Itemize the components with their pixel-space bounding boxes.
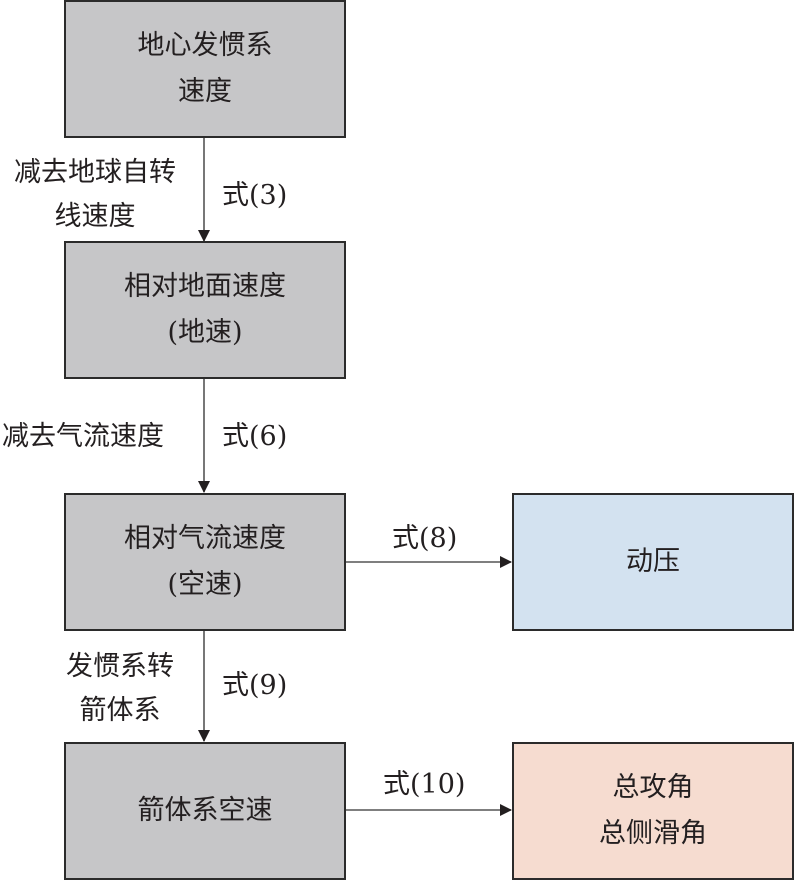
edge-formula: 式(6) bbox=[222, 421, 288, 452]
node-label: 总攻角 bbox=[612, 772, 694, 803]
edge-formula: 式(3) bbox=[222, 180, 288, 211]
node-label: (空速) bbox=[167, 569, 243, 600]
node-label: 动压 bbox=[626, 546, 680, 577]
edge-formula: 式(8) bbox=[392, 523, 458, 554]
node-dynamic-pressure: 动压 bbox=[512, 493, 794, 631]
node-label: 速度 bbox=[178, 76, 232, 107]
edge-formula: 式(10) bbox=[383, 769, 466, 800]
edge-description-line: 箭体系 bbox=[79, 695, 161, 726]
node-label: 相对地面速度 bbox=[124, 271, 286, 302]
node-angles: 总攻角 总侧滑角 bbox=[512, 742, 794, 880]
edge-description-line: 减去地球自转 bbox=[14, 157, 176, 188]
edge-description: 减去地球自转 线速度 bbox=[0, 151, 190, 239]
node-label: (地速) bbox=[167, 317, 243, 348]
node-label: 相对气流速度 bbox=[124, 523, 286, 554]
node-body-air-velocity: 箭体系空速 bbox=[64, 742, 346, 880]
node-label: 总侧滑角 bbox=[599, 818, 707, 849]
edge-description-line: 线速度 bbox=[54, 201, 136, 232]
node-label: 箭体系空速 bbox=[137, 795, 273, 826]
node-label: 地心发惯系 bbox=[137, 30, 273, 61]
node-inertial-velocity: 地心发惯系 速度 bbox=[64, 0, 346, 138]
edge-formula: 式(9) bbox=[222, 670, 288, 701]
edge-description-line: 发惯系转 bbox=[66, 651, 174, 682]
edge-description: 减去气流速度 bbox=[2, 421, 164, 452]
node-air-velocity: 相对气流速度 (空速) bbox=[64, 493, 346, 631]
node-ground-velocity: 相对地面速度 (地速) bbox=[64, 241, 346, 379]
edge-description: 发惯系转 箭体系 bbox=[50, 645, 190, 733]
